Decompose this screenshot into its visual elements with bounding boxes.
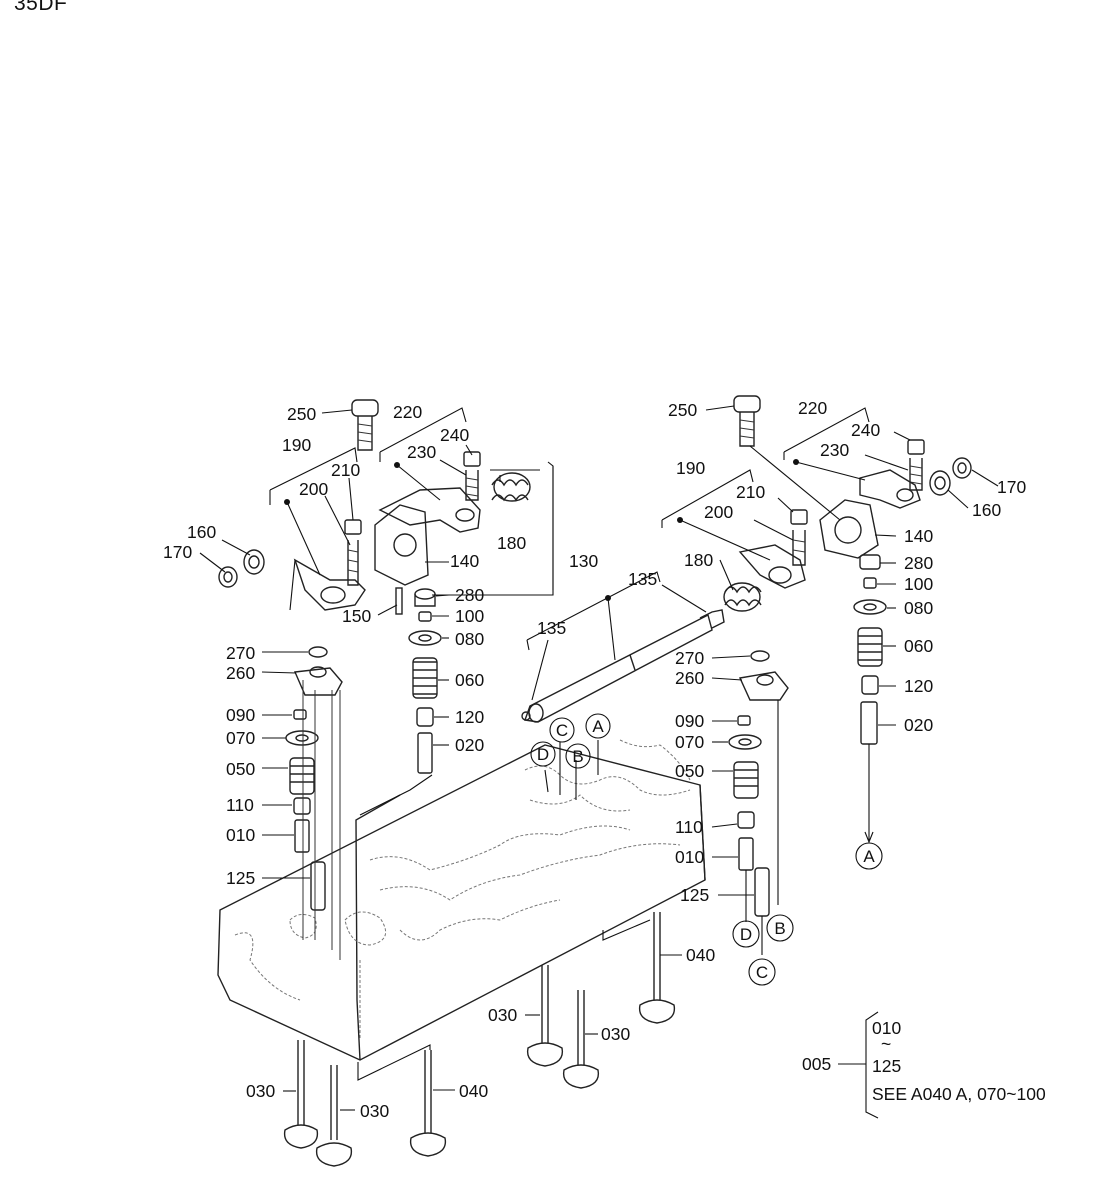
marker-a-right: A xyxy=(855,842,883,870)
callout-050-mid: 050 xyxy=(675,761,704,781)
svg-text:A: A xyxy=(592,717,604,736)
marker-c-right: C xyxy=(748,958,776,986)
callout-125-mid: 125 xyxy=(680,885,709,905)
callout-180-right: 180 xyxy=(684,550,713,570)
callout-110: 110 xyxy=(226,795,254,815)
marker-b-right: B xyxy=(766,914,794,942)
callout-140: 140 xyxy=(450,551,479,571)
marker-c-top: C xyxy=(549,717,575,743)
callout-020-right: 020 xyxy=(904,715,933,735)
callout-030-mid-right: 030 xyxy=(601,1024,630,1044)
svg-text:C: C xyxy=(556,721,568,740)
rocker-shaft xyxy=(521,582,762,723)
callout-120: 120 xyxy=(455,707,484,727)
note-tilde: ~ xyxy=(881,1034,891,1054)
drawing-code: 35DF xyxy=(14,0,68,15)
callout-170: 170 xyxy=(163,542,192,562)
callout-040-left: 040 xyxy=(459,1081,488,1101)
svg-text:B: B xyxy=(774,919,785,938)
callout-190: 190 xyxy=(282,435,311,455)
callout-210-right: 210 xyxy=(736,482,765,502)
callout-150: 150 xyxy=(342,606,371,626)
callout-labels: 250 220 240 190 230 210 200 180 160 170 … xyxy=(163,398,1026,1121)
callout-040-right: 040 xyxy=(686,945,715,965)
callout-270-mid: 270 xyxy=(675,648,704,668)
callout-060-right: 060 xyxy=(904,636,933,656)
callout-200: 200 xyxy=(299,479,328,499)
callout-170-right: 170 xyxy=(997,477,1026,497)
callout-080: 080 xyxy=(455,629,484,649)
marker-a-top: A xyxy=(585,713,611,739)
callout-270: 270 xyxy=(226,643,255,663)
callout-135-left: 135 xyxy=(537,618,566,638)
callout-140-right: 140 xyxy=(904,526,933,546)
callout-250: 250 xyxy=(287,404,316,424)
callout-200-right: 200 xyxy=(704,502,733,522)
callout-260-mid: 260 xyxy=(675,668,704,688)
right-rocker-assembly xyxy=(733,395,972,844)
callout-125: 125 xyxy=(226,868,255,888)
callout-190-right: 190 xyxy=(676,458,705,478)
callout-250-right: 250 xyxy=(668,400,697,420)
note-range-from: 010 xyxy=(872,1018,901,1038)
callout-240-right: 240 xyxy=(851,420,880,440)
callout-100-right: 100 xyxy=(904,574,933,594)
callout-070: 070 xyxy=(226,728,255,748)
note-ref-005: 005 xyxy=(802,1054,831,1074)
callout-020: 020 xyxy=(455,735,484,755)
callout-030-left: 030 xyxy=(246,1081,275,1101)
svg-text:C: C xyxy=(756,963,768,982)
callout-010-mid: 010 xyxy=(675,847,704,867)
marker-d-right: D xyxy=(732,920,760,948)
note-range-to: 125 xyxy=(872,1056,901,1076)
callout-060: 060 xyxy=(455,670,484,690)
callout-050: 050 xyxy=(226,759,255,779)
callout-100: 100 xyxy=(455,606,484,626)
callout-030-left-2: 030 xyxy=(360,1101,389,1121)
callout-090: 090 xyxy=(226,705,255,725)
svg-text:A: A xyxy=(863,847,875,866)
assembly-note: 005 010 ~ 125 SEE A040 A, 070~100 xyxy=(802,1011,1046,1119)
marker-b-top: B xyxy=(565,743,591,769)
callout-240: 240 xyxy=(440,425,469,445)
callout-260: 260 xyxy=(226,663,255,683)
marker-d-top: D xyxy=(530,741,556,767)
callout-280-right: 280 xyxy=(904,553,933,573)
callout-135-right: 135 xyxy=(628,569,657,589)
callout-230-right: 230 xyxy=(820,440,849,460)
svg-text:D: D xyxy=(740,925,752,944)
svg-text:B: B xyxy=(572,747,583,766)
cylinder-head xyxy=(217,739,706,1061)
callout-160: 160 xyxy=(187,522,216,542)
callout-080-right: 080 xyxy=(904,598,933,618)
callout-030-mid-left: 030 xyxy=(488,1005,517,1025)
middle-valve-stack xyxy=(728,650,789,955)
reference-markers: A C B D A B D C xyxy=(530,713,883,986)
left-rocker-assembly xyxy=(218,399,531,960)
callout-110-mid: 110 xyxy=(675,817,703,837)
callout-160-right: 160 xyxy=(972,500,1001,520)
note-see-reference: SEE A040 A, 070~100 xyxy=(872,1084,1046,1104)
callout-220-right: 220 xyxy=(798,398,827,418)
intake-exhaust-valves xyxy=(283,912,676,1167)
callout-230: 230 xyxy=(407,442,436,462)
callout-090-mid: 090 xyxy=(675,711,704,731)
callout-130: 130 xyxy=(569,551,598,571)
callout-280: 280 xyxy=(455,585,484,605)
callout-220: 220 xyxy=(393,402,422,422)
callout-010: 010 xyxy=(226,825,255,845)
svg-text:D: D xyxy=(537,745,549,764)
leader-lines xyxy=(199,405,999,1111)
callout-210: 210 xyxy=(331,460,360,480)
callout-120-right: 120 xyxy=(904,676,933,696)
callout-070-mid: 070 xyxy=(675,732,704,752)
callout-180: 180 xyxy=(497,533,526,553)
